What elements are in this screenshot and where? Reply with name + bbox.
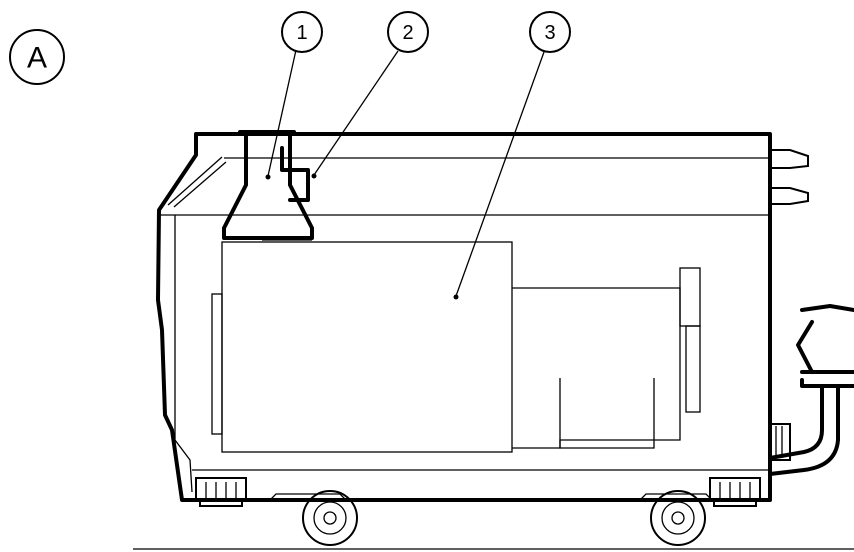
wheel-left: [302, 490, 358, 546]
feet: [195, 477, 761, 507]
callout-2: 2: [311, 11, 429, 179]
view-label-text: A: [27, 42, 47, 75]
callout-1-number: 1: [296, 22, 307, 44]
callout-1: 1: [265, 11, 323, 180]
callout-3-number: 3: [544, 22, 555, 44]
inlet-port-fitting: [280, 146, 310, 202]
wheel-right: [650, 490, 706, 546]
callout-3: 3: [453, 11, 571, 300]
pump-enclosure: [156, 132, 772, 502]
exhaust-assembly: [768, 304, 854, 476]
callout-2-number: 2: [402, 22, 413, 44]
view-label: A: [9, 29, 65, 85]
castor-brackets: [269, 493, 713, 501]
inlet-flange: [222, 130, 314, 240]
right-side-fittings: [770, 149, 809, 205]
pump-body: [211, 239, 701, 453]
